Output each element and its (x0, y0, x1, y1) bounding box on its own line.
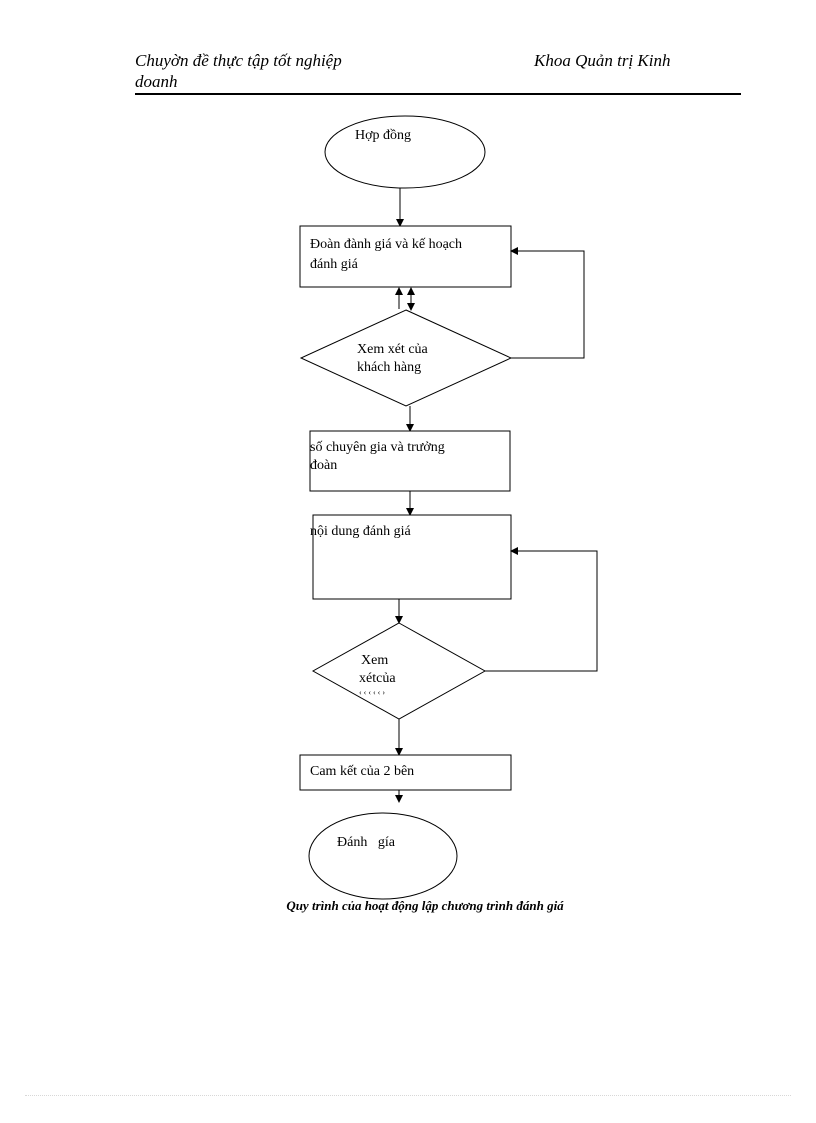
decision1-label-line1: Xem xét của (357, 342, 429, 357)
step1-box (299, 225, 512, 288)
start-ellipse (324, 115, 486, 189)
decision2-label-line2: xétcủa (359, 671, 396, 686)
step3-label: nội dung đánh giá (310, 524, 411, 539)
header-right: Khoa Quản trị Kinh (534, 51, 671, 70)
start-label: Hợp đồng (355, 128, 411, 143)
step2-box (309, 430, 511, 492)
figure-caption: Quy trình của hoạt động lập chương trình… (286, 898, 564, 913)
decision1-label-line2: khách hàng (357, 360, 421, 375)
feedback-loop-1 (510, 247, 585, 359)
footer-rule (25, 1095, 791, 1096)
step4-label: Cam kết của 2 bên (310, 764, 414, 779)
decision1-diamond (299, 309, 513, 407)
end-label: Đánh gía (337, 835, 396, 850)
step2-label-line1: số chuyên gia và trưởng (310, 440, 445, 455)
header-left-line1: Chuyờn đề thực tập tốt nghiệp (135, 51, 342, 70)
header-rule (135, 93, 741, 95)
header-left-line2: doanh (135, 72, 178, 91)
end-ellipse (308, 812, 458, 900)
decision2-diamond (311, 622, 487, 720)
decision2-label-line3: ‹ ‹ ‹ ‹ ‹ › (359, 688, 385, 697)
step3-box (312, 514, 512, 600)
decision2-label-line1: Xem (361, 653, 388, 668)
feedback-loop-2 (485, 547, 598, 672)
header-left: Chuyờn đề thực tập tốt nghiệp doanh (135, 50, 435, 92)
step1-label-line1: Đoàn đành giá và kế hoạch (310, 237, 462, 252)
step4-box (299, 754, 512, 791)
step2-label-line2: đoàn (310, 458, 337, 473)
step1-label-line2: đánh giá (310, 257, 359, 272)
